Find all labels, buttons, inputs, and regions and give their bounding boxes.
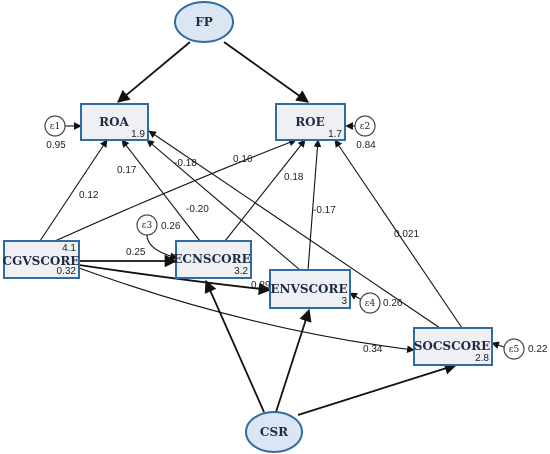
node-roa-label: ROA: [99, 115, 129, 129]
node-envscore-label: ENVSCORE: [270, 282, 347, 296]
error-e2-value: 0.84: [356, 140, 376, 151]
edge-soc-roa: [148, 130, 441, 329]
node-roe-intercept: 1.7: [328, 129, 342, 140]
edge-env-roa: [146, 139, 301, 271]
node-roa-intercept: 1.9: [131, 129, 145, 140]
node-ecnscore-label: ECNSCORE: [173, 252, 250, 266]
edge-csr-soc: [297, 362, 458, 416]
node-csr-label: CSR: [260, 425, 289, 439]
edge-ecn-roe: [224, 139, 306, 242]
coef-cgv-soc: 0.34: [363, 344, 383, 355]
edge-fp-roe: [223, 41, 310, 103]
node-cgvscore-label: CGVSCORE: [3, 254, 80, 268]
error-e1-label: ε1: [50, 122, 60, 132]
edge-e5-soc: [491, 341, 505, 349]
error-e3-label: ε3: [142, 221, 153, 231]
node-roa: ROA 1.9: [80, 103, 149, 141]
coef-env-roa: -0.18: [174, 158, 197, 169]
error-e2: ε2 0.84: [354, 115, 376, 151]
edge-csr-ecn: [204, 279, 265, 413]
error-e5-value: 0.22: [528, 344, 548, 355]
node-envscore-intercept: 3: [341, 296, 347, 307]
coef-soc-roa: -0.20: [186, 204, 209, 215]
edge-soc-roe: [334, 139, 463, 329]
error-e3: ε3 0.26: [136, 214, 181, 236]
error-e4-label: ε4: [365, 299, 376, 309]
path-coefficients: 0.12 0.17 -0.18 -0.20 0.16 0.18 -0.17 0.…: [79, 154, 419, 355]
node-socscore: SOCSCORE 2.8: [413, 327, 493, 366]
edges: [39, 41, 505, 416]
node-ecnscore-intercept: 3.2: [234, 266, 248, 277]
node-roe-label: ROE: [295, 115, 325, 129]
edge-cgv-roe: [54, 138, 297, 242]
coef-cgv-ecn: 0.25: [126, 247, 146, 258]
node-csr: CSR: [245, 411, 303, 453]
error-e2-label: ε2: [360, 122, 370, 132]
node-cgvscore-variance: 0.32: [57, 266, 77, 277]
error-e5-label: ε5: [509, 345, 520, 355]
edge-e4-env: [349, 292, 363, 301]
edge-csr-env: [275, 308, 312, 413]
edge-cgv-roa: [39, 139, 108, 242]
coef-cgv-roe: 0.16: [233, 154, 253, 165]
edge-fp-roa: [117, 41, 191, 103]
coef-cgv-roa: 0.12: [79, 190, 99, 201]
coef-soc-roe: 0.021: [394, 229, 419, 240]
edge-env-roe: [307, 139, 322, 271]
coef-ecn-roe: 0.18: [284, 172, 304, 183]
node-cgvscore: CGVSCORE 4.1 0.32: [3, 240, 80, 279]
coef-cgv-env: 0.29: [251, 280, 271, 291]
coef-ecn-roa: 0.17: [117, 165, 137, 176]
node-socscore-label: SOCSCORE: [414, 339, 490, 353]
edge-e3-ecn: [146, 234, 178, 260]
coef-env-roe: -0.17: [313, 205, 336, 216]
node-ecnscore: ECNSCORE 3.2: [173, 240, 252, 279]
error-e1-value: 0.95: [46, 140, 66, 151]
node-envscore: ENVSCORE 3: [269, 269, 351, 309]
error-e4-value: 0.26: [383, 298, 403, 309]
error-e3-value: 0.26: [161, 221, 181, 232]
edge-ecn-roa: [121, 139, 201, 242]
node-cgvscore-intercept: 4.1: [62, 243, 76, 254]
error-e4: ε4 0.26: [359, 292, 403, 314]
error-e1: ε1 0.95: [44, 115, 66, 151]
node-roe: ROE 1.7: [275, 103, 346, 141]
node-fp-label: FP: [195, 15, 213, 29]
error-e5: ε5 0.22: [503, 338, 548, 360]
node-fp: FP: [174, 1, 234, 43]
edge-cgv-soc: [78, 267, 415, 353]
node-socscore-intercept: 2.8: [475, 353, 489, 364]
